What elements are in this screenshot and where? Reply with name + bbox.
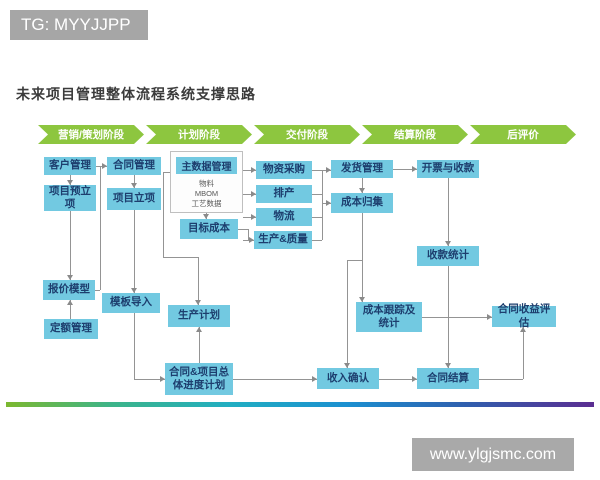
phase-chevron-2: 计划阶段 <box>146 125 252 144</box>
node-jiesuan: 合同结算 <box>417 368 479 389</box>
master-data-group: 主数据管理 物料 MBOM 工艺数据 <box>170 151 243 213</box>
connector-line <box>238 229 248 230</box>
connector-line <box>362 178 363 193</box>
arrow-head <box>131 183 137 188</box>
node-mubiao: 目标成本 <box>180 219 238 239</box>
arrow-head <box>412 376 417 382</box>
phase-chevron-3: 交付阶段 <box>254 125 360 144</box>
arrow-head <box>203 214 209 219</box>
arrow-head <box>67 275 73 280</box>
arrow-head <box>445 363 451 368</box>
connector-line <box>422 317 492 318</box>
connector-line <box>362 213 363 302</box>
arrow-head <box>326 167 331 173</box>
tag-badge: TG: MYYJJPP <box>10 10 148 40</box>
connector-line <box>523 327 524 379</box>
arrow-head <box>195 300 201 305</box>
node-pinggu: 合同收益评估 <box>492 303 556 329</box>
connector-line <box>312 194 322 195</box>
connector-line <box>134 175 135 188</box>
node-moban: 模板导入 <box>102 293 160 313</box>
node-paichan: 排产 <box>256 185 312 203</box>
connector-line <box>322 170 323 240</box>
arrow-head <box>102 163 107 169</box>
connector-line <box>448 178 449 246</box>
connector-line <box>379 379 417 380</box>
connector-line <box>95 290 100 291</box>
node-zongti: 合同&项目总体进度计划 <box>165 363 233 395</box>
phase-chevron-4: 结算阶段 <box>362 125 468 144</box>
master-item: 工艺数据 <box>191 199 222 209</box>
node-yuli: 项目预立项 <box>44 185 96 211</box>
node-kehu: 客户管理 <box>44 157 96 175</box>
node-shouru: 收入确认 <box>317 368 379 389</box>
connector-line <box>134 313 135 379</box>
node-szl: 生产&质量 <box>254 231 312 249</box>
arrow-head <box>251 214 256 220</box>
arrow-head <box>249 237 254 243</box>
gradient-divider <box>6 402 594 407</box>
connector-line <box>312 240 322 241</box>
phase-chevron-1: 营销/策划阶段 <box>38 125 144 144</box>
connector-line <box>243 217 256 218</box>
node-dinge: 定额管理 <box>44 319 98 339</box>
phase-chevron-5: 后评价 <box>470 125 576 144</box>
connector-line <box>393 169 417 170</box>
connector-line <box>70 300 71 319</box>
arrow-head <box>487 314 492 320</box>
node-shoukuan: 收款统计 <box>417 246 479 266</box>
connector-line <box>199 327 200 363</box>
arrow-head <box>359 188 365 193</box>
node-wuliu: 物流 <box>256 208 312 226</box>
connector-line <box>243 240 254 241</box>
arrow-head <box>131 288 137 293</box>
node-guiji: 成本归集 <box>331 193 393 213</box>
connector-line <box>233 379 317 380</box>
arrow-head <box>196 327 202 332</box>
connector-line <box>134 379 165 380</box>
connector-line <box>243 170 256 171</box>
connector-line <box>70 211 71 280</box>
node-master-data: 主数据管理 <box>176 157 237 174</box>
connector-line <box>163 172 164 257</box>
connector-line <box>100 166 101 290</box>
arrow-head <box>344 363 350 368</box>
arrow-head <box>312 376 317 382</box>
node-kaipiao: 开票与收款 <box>417 160 479 178</box>
connector-line <box>347 260 362 261</box>
arrow-head <box>520 327 526 332</box>
connector-line <box>163 172 170 173</box>
arrow-head <box>445 241 451 246</box>
node-scjh: 生产计划 <box>168 305 230 327</box>
connector-line <box>243 194 256 195</box>
node-wuzi: 物资采购 <box>256 161 312 179</box>
node-lixiang: 项目立项 <box>107 188 161 210</box>
page-title: 未来项目管理整体流程系统支撑思路 <box>16 86 256 102</box>
connector-line <box>479 379 523 380</box>
arrow-head <box>67 300 73 305</box>
connector-line <box>96 166 107 167</box>
arrow-head <box>412 166 417 172</box>
connector-line <box>163 257 198 258</box>
arrow-head <box>251 191 256 197</box>
connector-line <box>248 229 249 240</box>
connector-line <box>312 217 322 218</box>
node-genzong: 成本跟踪及统计 <box>356 302 422 332</box>
connector-line <box>134 210 135 293</box>
arrow-head <box>326 200 331 206</box>
arrow-head <box>251 167 256 173</box>
master-data-items: 物料 MBOM 工艺数据 <box>171 179 242 209</box>
connector-line <box>198 257 199 305</box>
master-item: 物料 <box>199 179 214 188</box>
arrow-head <box>359 297 365 302</box>
watermark-badge: www.ylgjsmc.com <box>412 438 574 471</box>
node-hetong: 合同管理 <box>107 157 161 175</box>
connector-line <box>312 170 322 171</box>
connector-line <box>347 260 348 368</box>
node-baojia: 报价模型 <box>43 280 95 300</box>
master-item: MBOM <box>194 189 219 199</box>
arrow-head <box>67 180 73 185</box>
arrow-head <box>160 376 165 382</box>
node-fahuo: 发货管理 <box>331 160 393 178</box>
